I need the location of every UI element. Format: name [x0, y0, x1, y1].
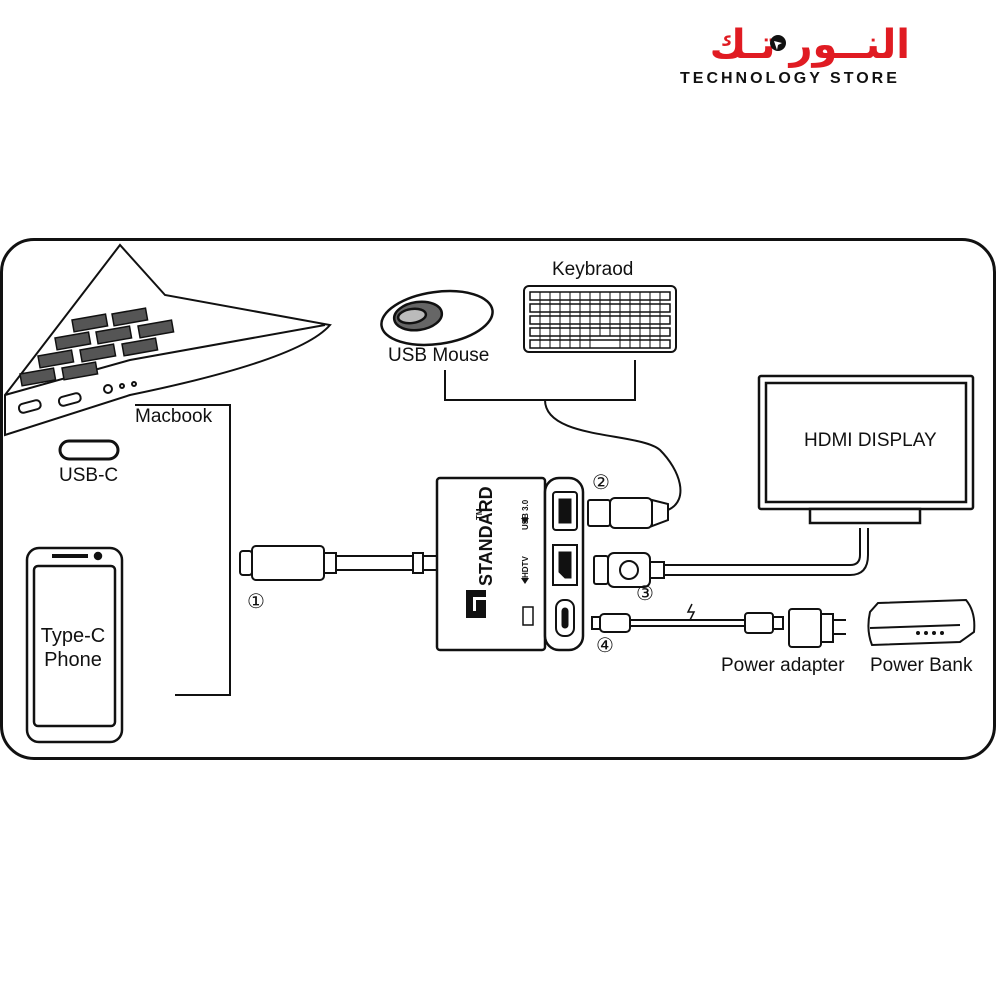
phone-label: Type-C Phone: [40, 625, 106, 671]
phone-illustration: [25, 546, 124, 744]
usb-c-port-icon: [58, 439, 120, 461]
hub-brand-text: STANDARD: [476, 486, 496, 586]
macbook-label: Macbook: [135, 406, 213, 427]
step-marker-3: ③: [636, 581, 654, 605]
power-cable: [591, 612, 784, 634]
diagram-frame: [0, 238, 996, 760]
logo-arabic-text: النــور تـك: [709, 22, 910, 68]
mouse-label: USB Mouse: [388, 345, 490, 366]
hdmi-display-label: HDMI DISPLAY: [804, 430, 937, 451]
usb-c-label: USB-C: [59, 465, 119, 486]
power-bank-label: Power Bank: [870, 655, 973, 676]
battery-icon: [522, 606, 534, 626]
step-marker-2: ②: [592, 470, 610, 494]
usb-c-hub: [435, 476, 585, 652]
source-bracket-line: [135, 404, 231, 696]
logo-english-text: TECHNOLOGY STORE: [680, 70, 900, 87]
type-c-cable: [239, 545, 438, 581]
power-adapter-label: Power adapter: [721, 655, 845, 676]
hdmi-display-illustration: [757, 374, 975, 525]
power-adapter-illustration: [788, 608, 846, 648]
lightning-icon: [686, 603, 696, 621]
keyboard-illustration: [523, 285, 677, 353]
usb-a-cable: [544, 399, 682, 529]
hub-tm-text: TM: [475, 508, 484, 520]
macbook-illustration: [4, 243, 332, 437]
hdtv-port-label: HDTV: [521, 556, 530, 578]
hdmi-cable: [593, 528, 869, 588]
location-pin-icon: [770, 35, 786, 51]
keyboard-label: Keybraod: [552, 259, 634, 280]
store-logo: النــور تـك TECHNOLOGY STORE: [660, 20, 960, 90]
step-marker-1: ①: [247, 589, 265, 613]
step-marker-4: ④: [596, 633, 614, 657]
hub-brand-logo: [466, 590, 486, 618]
usb-port-label: USB 3.0: [521, 499, 530, 530]
power-bank-illustration: [867, 598, 976, 647]
usb-mouse-illustration: [380, 289, 494, 347]
